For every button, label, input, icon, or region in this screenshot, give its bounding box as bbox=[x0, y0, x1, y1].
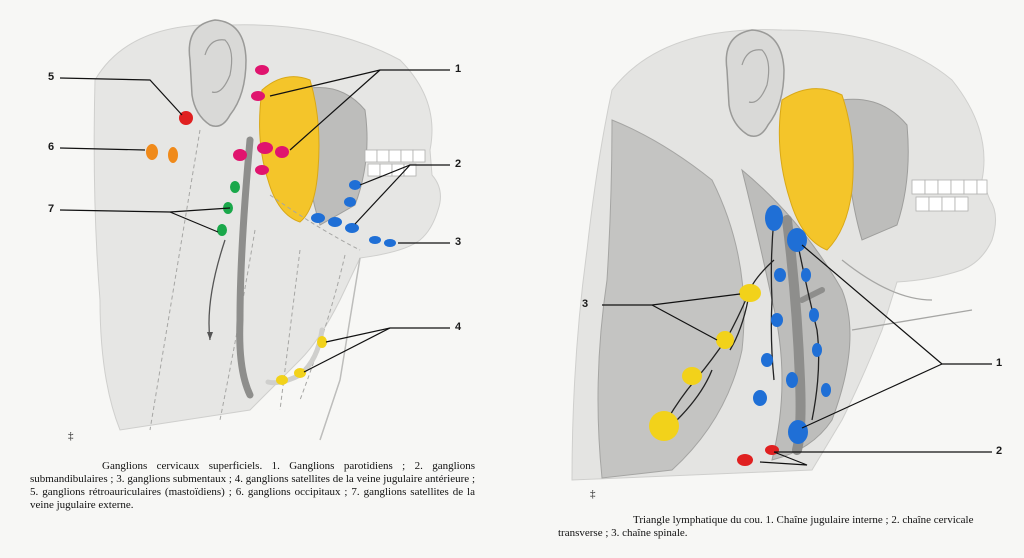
callout-2: 2 bbox=[455, 158, 462, 170]
anterior-jugular-nodes bbox=[276, 336, 327, 385]
submandibular-nodes bbox=[311, 180, 361, 233]
figure-mark: ‡ bbox=[590, 488, 596, 500]
caption-text: Ganglions cervicaux superficiels. 1. Gan… bbox=[30, 460, 475, 511]
parotid-gland bbox=[778, 88, 854, 251]
neck-outline bbox=[319, 257, 361, 441]
ear bbox=[725, 29, 785, 137]
ear bbox=[188, 19, 247, 127]
callout-2: 2 bbox=[996, 445, 1003, 457]
parotid-nodes bbox=[233, 65, 289, 175]
lymphatic-triangle-illustration bbox=[571, 29, 996, 481]
sternocleidomastoid-muscle bbox=[597, 119, 745, 479]
callout-3: 3 bbox=[582, 298, 589, 310]
spinal-chain-nodes bbox=[649, 284, 761, 441]
retroauricular-node bbox=[179, 111, 193, 125]
platysma-lines bbox=[841, 259, 973, 331]
callout-3: 3 bbox=[455, 236, 462, 248]
figure-mark: ‡ bbox=[68, 430, 74, 442]
callout-5: 5 bbox=[48, 71, 55, 83]
callout-7: 7 bbox=[48, 203, 55, 215]
left-figure: 1 2 3 4 5 6 7 ‡ Ganglions cervicaux supe… bbox=[30, 19, 475, 512]
right-figure: 1 2 3 ‡ bbox=[512, 0, 1024, 558]
internal-jugular-chain-nodes bbox=[753, 205, 831, 444]
callout-4: 4 bbox=[455, 321, 462, 333]
teeth bbox=[364, 149, 426, 177]
external-jugular-vein bbox=[236, 136, 254, 399]
leader-lines bbox=[59, 69, 450, 373]
figure-caption: Ganglions cervicaux superficiels. 1. Gan… bbox=[30, 460, 475, 512]
occipital-nodes bbox=[146, 144, 178, 163]
caption-text: Triangle lymphatique du cou. 1. Chaîne j… bbox=[558, 514, 974, 539]
callout-1: 1 bbox=[996, 357, 1003, 369]
leader-lines bbox=[602, 244, 992, 466]
submental-nodes bbox=[369, 236, 396, 247]
teeth bbox=[911, 179, 988, 212]
superficial-nodes-illustration bbox=[59, 19, 450, 441]
figure-caption: Triangle lymphatique du cou. 1. Chaîne j… bbox=[558, 514, 1008, 540]
parotid-gland bbox=[259, 76, 320, 223]
callout-1: 1 bbox=[455, 63, 462, 75]
callout-6: 6 bbox=[48, 141, 55, 153]
